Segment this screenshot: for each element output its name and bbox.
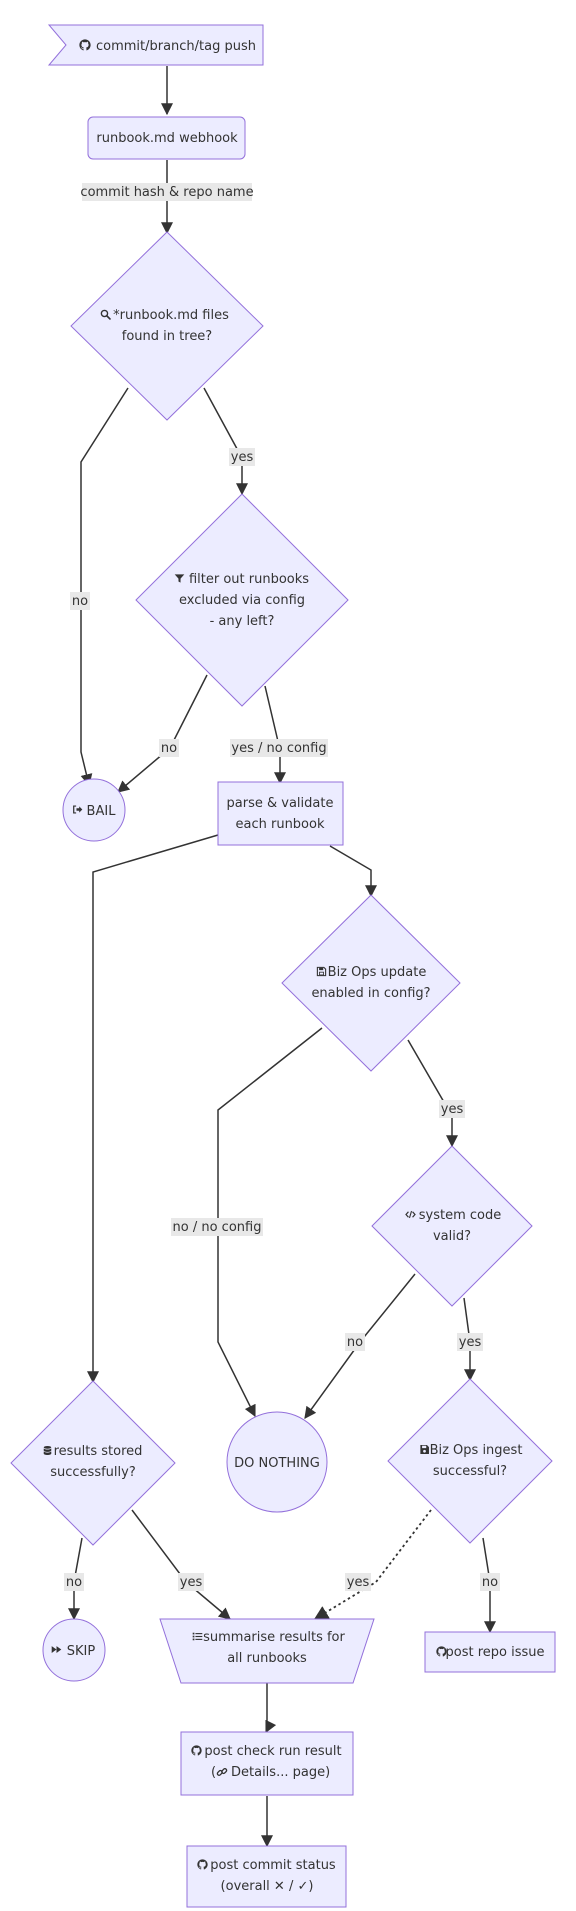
edge-label-ingest-yes: yes (345, 1573, 371, 1591)
node-bail-label: BAIL (87, 804, 117, 819)
node-summarise-line1: summarise results for (203, 1630, 345, 1645)
node-bizops-update-line2: enabled in config? (311, 986, 430, 1001)
edge-label-stored-yes: yes (178, 1573, 204, 1591)
edge-parse-bizops (329, 845, 377, 898)
node-parse: parse & validate each runbook (217, 781, 344, 846)
svg-text:commit hash & repo name: commit hash & repo name (80, 185, 253, 200)
edge-label-filter-yes: yes / no config (230, 739, 328, 757)
database-icon (43, 1446, 52, 1455)
node-repo-issue: post repo issue (424, 1631, 556, 1673)
svg-text:yes: yes (459, 1335, 482, 1350)
node-check-run-line2: Details... page) (231, 1765, 330, 1780)
edge-parse-stored (87, 834, 219, 1384)
edge-label-found-yes: yes (229, 448, 255, 466)
node-skip-label: SKIP (67, 1644, 96, 1659)
edge-label-stored-no: no (64, 1573, 84, 1591)
node-skip: SKIP (42, 1618, 106, 1682)
svg-text:no: no (72, 594, 88, 609)
node-found-line1: *runbook.md files (113, 308, 229, 323)
node-check-run-paren: ( (211, 1765, 216, 1780)
node-ingest: Biz Ops ingest successful? (387, 1378, 553, 1544)
svg-text:no / no config: no / no config (173, 1220, 262, 1235)
svg-text:yes: yes (347, 1575, 370, 1590)
edge-stored-summarise (131, 1509, 231, 1620)
node-bizops-update: Biz Ops update enabled in config? (281, 894, 461, 1072)
node-webhook: runbook.md webhook (87, 116, 246, 160)
node-webhook-label: runbook.md webhook (96, 131, 238, 146)
svg-text:yes: yes (441, 1102, 464, 1117)
save-icon (420, 1445, 429, 1454)
node-system-code-line2: valid? (433, 1229, 471, 1244)
node-found: *runbook.md files found in tree? (70, 231, 264, 421)
node-parse-line2: each runbook (236, 817, 325, 832)
edge-found-filter (203, 387, 248, 496)
node-bizops-update-line1: Biz Ops update (328, 965, 427, 980)
svg-text:yes: yes (231, 450, 254, 465)
edge-label-found-no: no (70, 592, 90, 610)
edge-label-biz-no: no / no config (171, 1218, 263, 1236)
node-summarise: summarise results for all runbooks (159, 1618, 375, 1684)
node-push: commit/branch/tag push (47, 24, 264, 66)
edge-label-ingest-no: no (480, 1573, 500, 1591)
node-do-nothing: DO NOTHING (226, 1411, 328, 1513)
node-repo-issue-label: post repo issue (446, 1645, 545, 1660)
svg-text:no: no (161, 741, 177, 756)
edge-summarise-checkrun (265, 1683, 277, 1734)
edge-bizops-system (407, 1039, 458, 1148)
edge-label-sys-yes: yes (457, 1333, 483, 1351)
edge-filter-bail (117, 674, 208, 793)
node-results-stored: results stored successfully? (10, 1380, 176, 1546)
edge-found-bail (80, 387, 129, 787)
node-check-run: post check run result ( Details... page) (180, 1731, 354, 1796)
node-results-stored-line1: results stored (54, 1444, 143, 1459)
svg-text:no: no (66, 1575, 82, 1590)
node-check-run-line1: post check run result (204, 1744, 341, 1759)
node-found-line2: found in tree? (122, 329, 212, 344)
node-summarise-line2: all runbooks (227, 1651, 307, 1666)
node-filter-line2: excluded via config (179, 593, 305, 608)
edge-label-sys-no: no (345, 1333, 365, 1351)
svg-text:yes: yes (180, 1575, 203, 1590)
node-parse-line1: parse & validate (227, 796, 334, 811)
svg-text:no: no (347, 1335, 363, 1350)
list-icon (192, 1632, 203, 1641)
svg-text:yes / no config: yes / no config (231, 741, 326, 756)
node-commit-status-line1: post commit status (210, 1858, 336, 1873)
node-results-stored-line2: successfully? (50, 1465, 135, 1480)
node-system-code: system code valid? (371, 1145, 533, 1307)
node-filter: filter out runbooks excluded via config … (135, 493, 349, 707)
node-filter-line1: filter out runbooks (189, 572, 309, 587)
edge-label-biz-yes: yes (439, 1100, 465, 1118)
edge-label-hash-repo: commit hash & repo name (80, 183, 254, 201)
node-ingest-line1: Biz Ops ingest (430, 1443, 523, 1458)
node-bail: BAIL (62, 778, 126, 842)
node-do-nothing-label: DO NOTHING (234, 1456, 320, 1471)
node-commit-status-line2: (overall ✕ / ✓) (221, 1879, 314, 1894)
svg-text:no: no (482, 1575, 498, 1590)
node-ingest-line2: successful? (433, 1464, 507, 1479)
edge-label-filter-no: no (159, 739, 179, 757)
node-commit-status: post commit status (overall ✕ / ✓) (186, 1845, 347, 1908)
node-system-code-line1: system code (419, 1208, 501, 1223)
node-filter-line3: - any left? (210, 614, 275, 629)
node-push-label: commit/branch/tag push (96, 39, 256, 54)
edge-ingest-summarise (313, 1509, 432, 1620)
edge-filter-parse (264, 685, 286, 785)
